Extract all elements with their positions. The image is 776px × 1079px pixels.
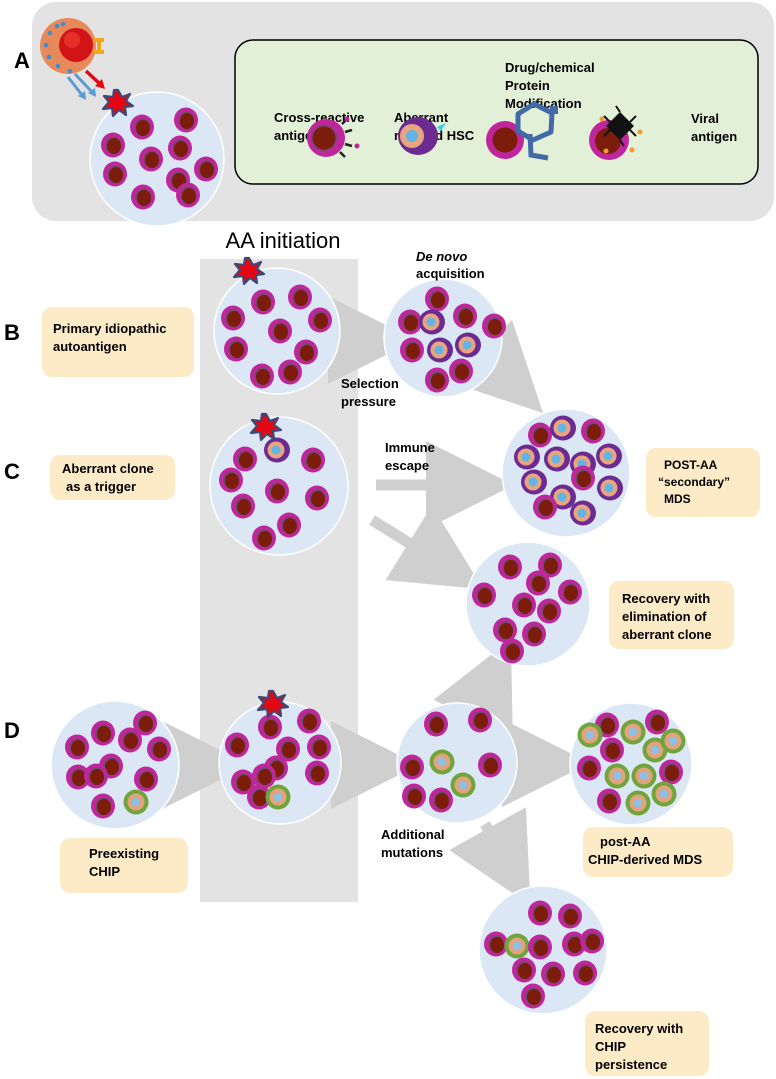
secondary-mds-label-1: POST-AA bbox=[664, 458, 718, 472]
svg-text:Preexisting CHIP: Preexisting CHIP bbox=[89, 846, 163, 879]
panel-d-letter: D bbox=[4, 718, 20, 743]
attack-arrows-icon bbox=[66, 69, 105, 100]
aa-initiation-title: AA initiation bbox=[226, 228, 341, 253]
viral-label-1: Viral bbox=[691, 111, 719, 126]
recovery-elimination-label-3: aberrant clone bbox=[622, 627, 712, 642]
recovery-elimination-box bbox=[609, 581, 734, 649]
svg-text:Recovery with CHIP per: Recovery with CHIP persistence bbox=[595, 1021, 687, 1072]
preexisting-chip-label-1: Preexisting bbox=[89, 846, 159, 861]
additional-mutations-marrow bbox=[396, 702, 518, 824]
svg-text:Immune escape: Immune escape bbox=[385, 440, 438, 473]
preexisting-chip-box bbox=[60, 838, 188, 893]
selection-label-2: pressure bbox=[341, 394, 396, 409]
additional-mutations-label-1: Additional bbox=[381, 827, 445, 842]
chip-derived-mds-marrow bbox=[569, 702, 693, 826]
immune-escape-label-1: Immune bbox=[385, 440, 435, 455]
svg-text:Selection pressure: Selection pressure bbox=[341, 376, 402, 409]
chip-mds-box bbox=[583, 827, 733, 877]
secondary-mds-label-3: MDS bbox=[664, 492, 691, 506]
panel-b-letter: B bbox=[4, 320, 20, 345]
arrow-mutations-to-recovery bbox=[433, 639, 513, 738]
denovo-label-1: De novo bbox=[416, 249, 467, 264]
svg-text:POST-AA “secondary” MD: POST-AA “secondary” MDS bbox=[658, 458, 733, 506]
panel-b-label-2: autoantigen bbox=[53, 339, 127, 354]
drug-label-1: Drug/chemical bbox=[505, 60, 595, 75]
flow-arrows bbox=[162, 296, 590, 906]
chip-mds-label-2: CHIP-derived MDS bbox=[588, 852, 702, 867]
cross-reactive-label-1: Cross-reactive bbox=[274, 110, 364, 125]
viral-antigen-cell-icon bbox=[589, 105, 643, 160]
panel-c-label-box bbox=[50, 455, 175, 500]
denovo-marrow bbox=[383, 278, 506, 398]
svg-text:Recovery with elimination: Recovery with elimination of aberrant cl… bbox=[622, 591, 714, 642]
svg-text:De novo acquisition: De novo acquisition bbox=[416, 249, 485, 281]
recovery-clone-eliminated-marrow bbox=[465, 541, 591, 667]
arrow-mutations-to-persistence bbox=[449, 807, 531, 906]
chip-persistence-marrow bbox=[478, 885, 608, 1015]
chip-persistence-label-2: CHIP bbox=[595, 1039, 626, 1054]
denovo-label-2: acquisition bbox=[416, 266, 485, 281]
panel-c-letter: C bbox=[4, 459, 20, 484]
panel-c-label-2: as a trigger bbox=[66, 479, 136, 494]
panel-d-initiation-marrow bbox=[218, 689, 342, 825]
panel-c-label-1: Aberrant clone bbox=[62, 461, 154, 476]
panel-b-label-box bbox=[42, 307, 194, 377]
panel-a-marrow bbox=[89, 88, 225, 227]
chip-persistence-box bbox=[585, 1011, 709, 1076]
chip-persistence-label-3: persistence bbox=[595, 1057, 667, 1072]
immune-escape-label-2: escape bbox=[385, 458, 429, 473]
selection-label-1: Selection bbox=[341, 376, 399, 391]
additional-mutations-label-2: mutations bbox=[381, 845, 443, 860]
svg-text:Primary idiopathic autoant: Primary idiopathic autoantigen bbox=[53, 321, 170, 354]
recovery-elimination-label-2: elimination of bbox=[622, 609, 707, 624]
chip-persistence-label-1: Recovery with bbox=[595, 1021, 683, 1036]
svg-text:Viral antigen: Viral antigen bbox=[691, 111, 737, 144]
secondary-mds-box bbox=[646, 448, 760, 517]
panel-a-letter: A bbox=[14, 48, 30, 73]
drug-modification-icon bbox=[486, 101, 558, 161]
svg-text:Aberrant clone as a trigge: Aberrant clone as a trigger bbox=[62, 461, 157, 494]
viral-label-2: antigen bbox=[691, 129, 737, 144]
preexisting-chip-marrow bbox=[50, 700, 180, 830]
cross-reactive-cell-icon bbox=[307, 116, 360, 158]
panel-b-initiation-marrow bbox=[213, 256, 341, 395]
t-cell-icon bbox=[40, 18, 104, 74]
panel-b-label-1: Primary idiopathic bbox=[53, 321, 166, 336]
chip-mds-label-1: post-AA bbox=[600, 834, 651, 849]
drug-label-2: Protein bbox=[505, 78, 550, 93]
panel-c-initiation-marrow bbox=[209, 412, 349, 556]
recovery-elimination-label-1: Recovery with bbox=[622, 591, 710, 606]
preexisting-chip-label-2: CHIP bbox=[89, 864, 120, 879]
secondary-mds-label-2: “secondary” bbox=[658, 475, 730, 489]
aberrant-myeloid-hsc-icon bbox=[398, 117, 446, 155]
arrow-c-to-recovery bbox=[369, 505, 484, 590]
svg-text:Additional mutations: Additional mutations bbox=[381, 827, 448, 860]
secondary-mds-marrow bbox=[501, 408, 631, 538]
svg-text:post-AA CHIP-derived MDS: post-AA CHIP-derived MDS bbox=[588, 834, 702, 867]
